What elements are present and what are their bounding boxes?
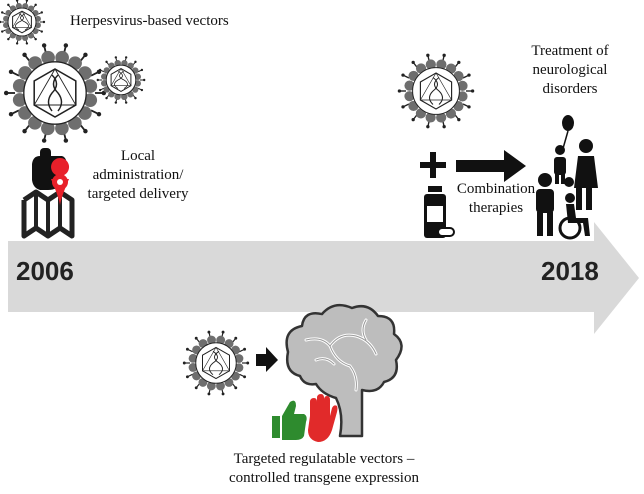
regulatable-vectors-label: Targeted regulatable vectors – controlle… bbox=[229, 451, 419, 486]
combination-therapies-label: Combination therapies bbox=[456, 181, 536, 216]
local-administration-label: Local administration/ targeted delivery bbox=[87, 148, 189, 202]
treatment-label: Treatment of neurological disorders bbox=[531, 43, 609, 97]
end-year: 2018 bbox=[541, 256, 599, 286]
herpes-vectors-label: Herpesvirus-based vectors bbox=[70, 13, 229, 29]
start-year: 2006 bbox=[16, 256, 74, 286]
